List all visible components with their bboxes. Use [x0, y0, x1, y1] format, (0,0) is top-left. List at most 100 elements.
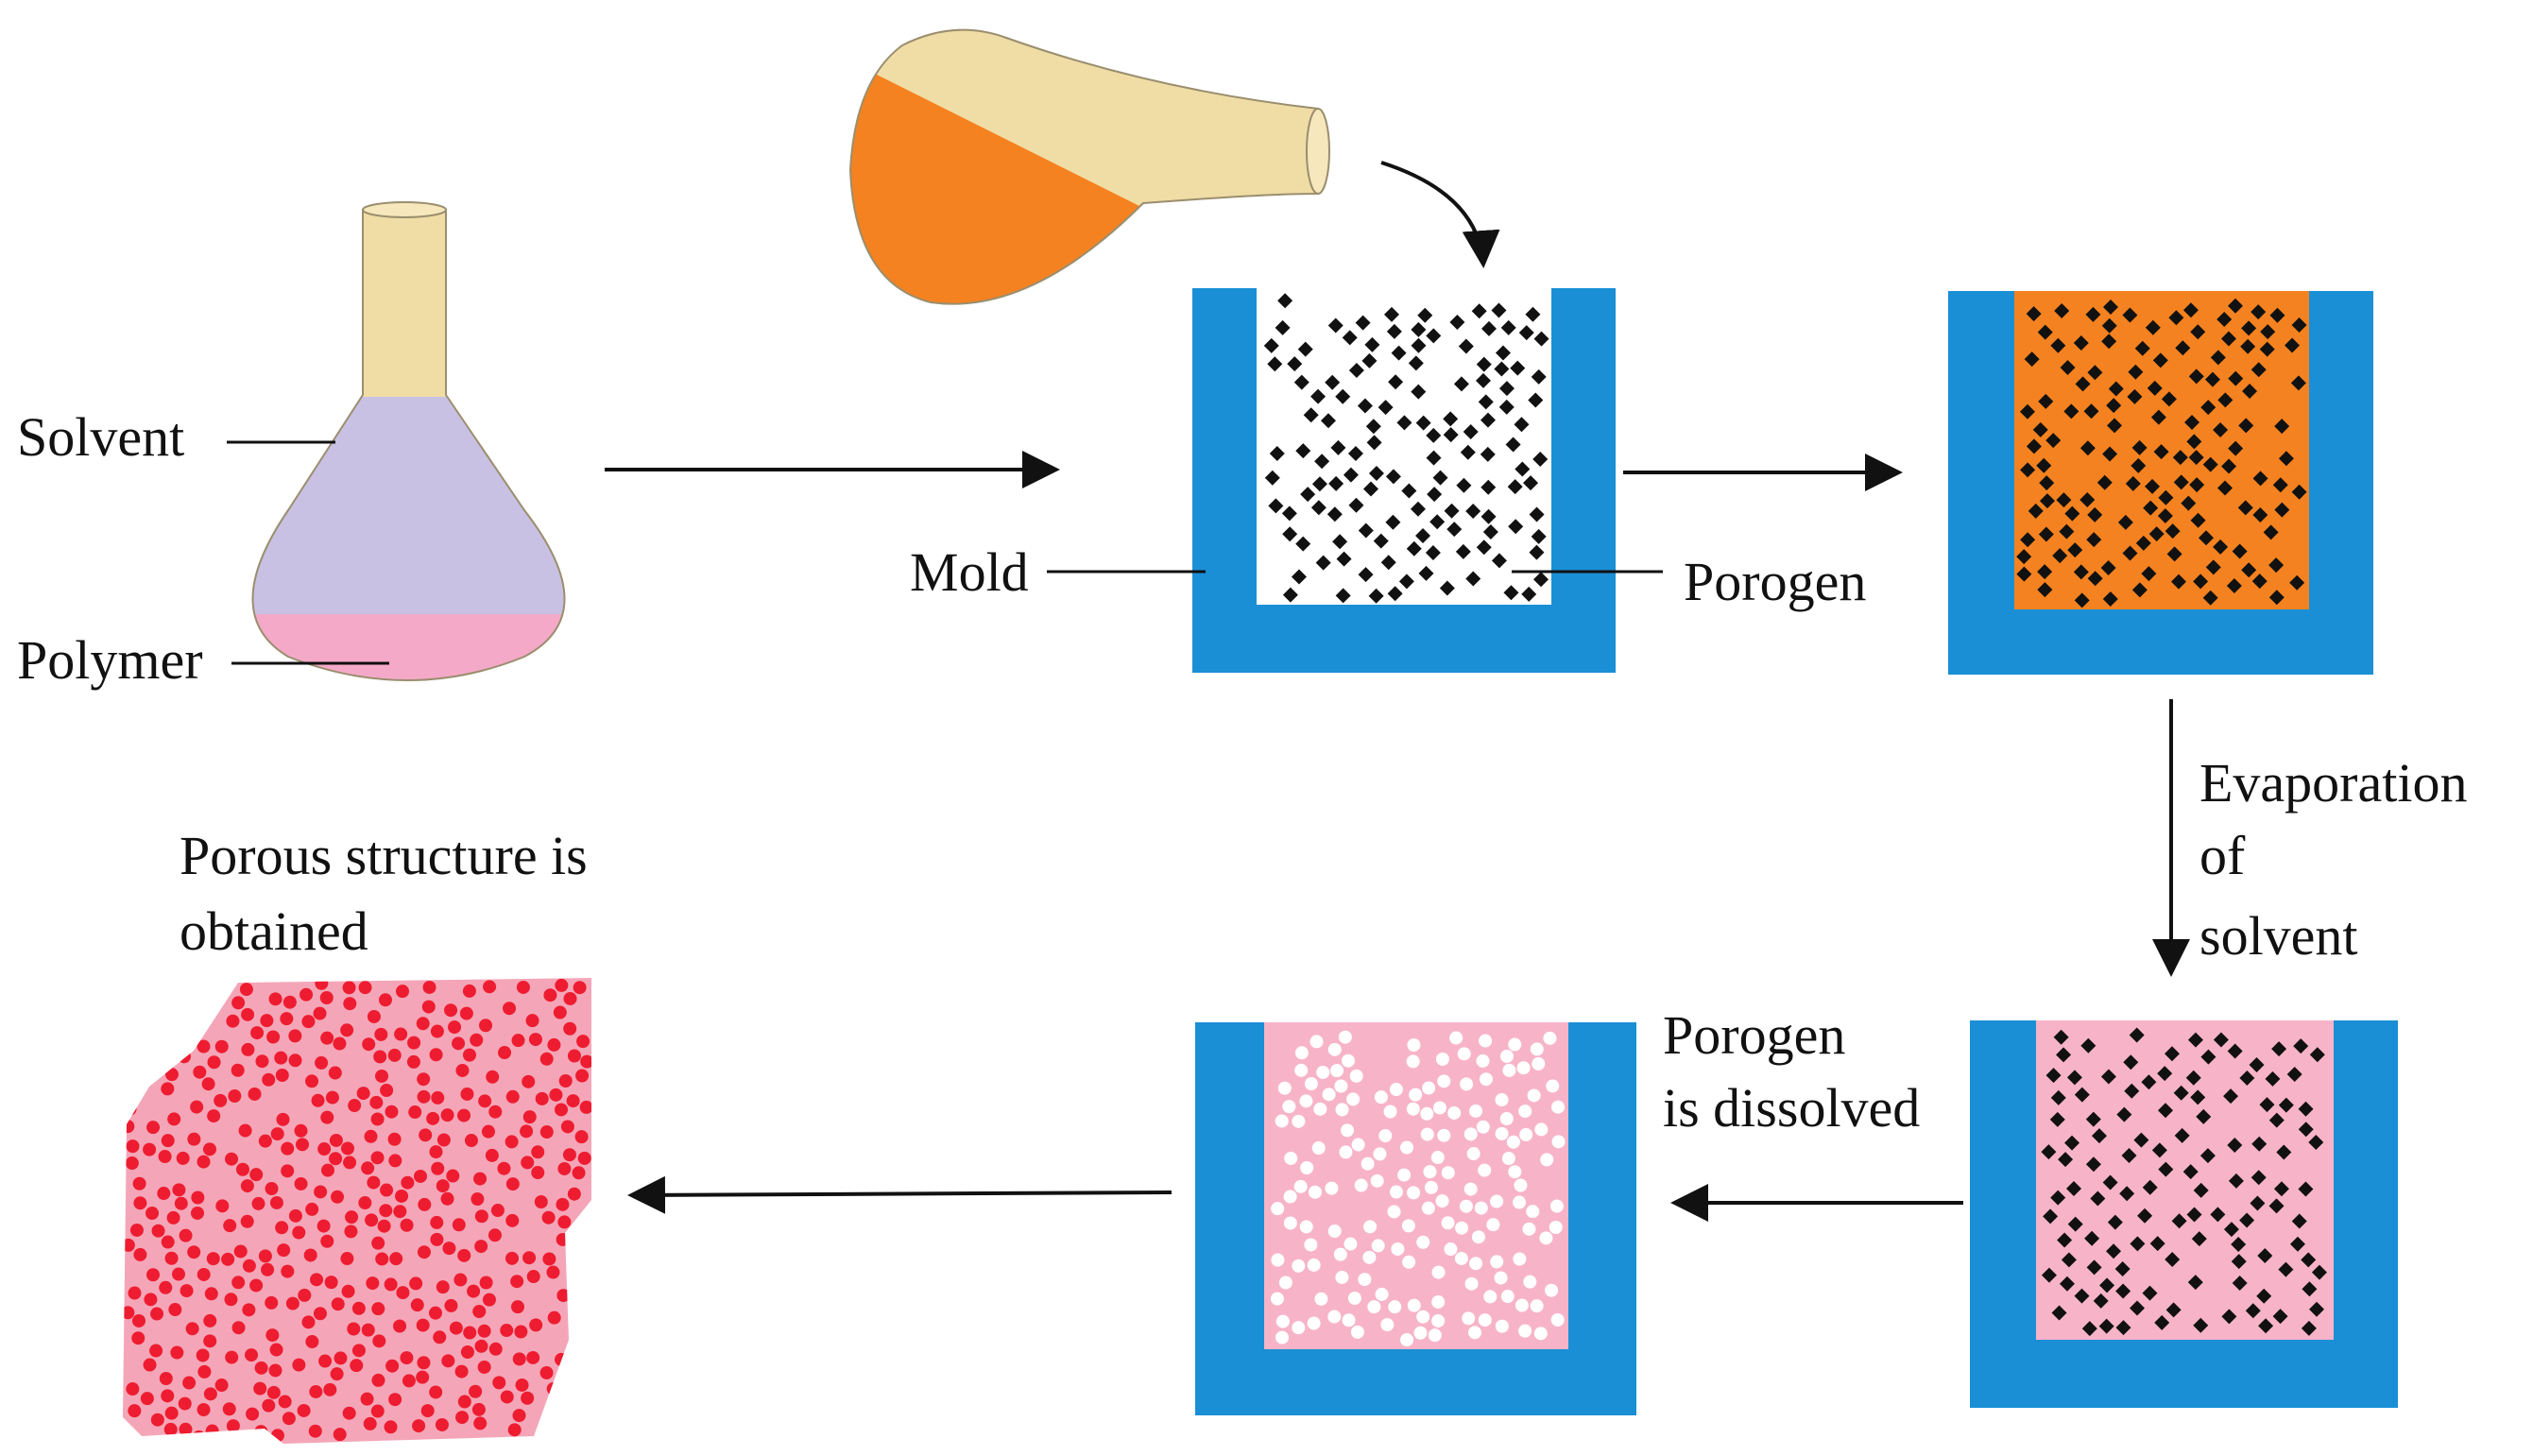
pore — [281, 1141, 295, 1156]
pore — [522, 1251, 537, 1265]
porogen-particle — [2107, 1214, 2123, 1230]
pore — [380, 1183, 394, 1197]
pore — [1409, 1088, 1423, 1102]
pore — [131, 1331, 145, 1345]
pore — [526, 1270, 540, 1284]
porogen-particle — [1282, 587, 1298, 603]
porogen-particle — [2085, 306, 2101, 322]
pore — [1314, 1292, 1328, 1306]
porogen-particle — [2131, 457, 2147, 473]
porogen-particle — [2190, 324, 2206, 340]
porogen-particle — [1508, 519, 1524, 535]
porogen-particle — [2182, 302, 2199, 318]
pore — [400, 1351, 414, 1365]
porogen-particle — [1386, 323, 1402, 339]
porogen-particle — [1380, 555, 1396, 571]
pore — [470, 1033, 484, 1047]
pore — [133, 1247, 147, 1261]
porogen-particle — [2024, 351, 2040, 368]
porogen-particle — [2039, 493, 2055, 509]
porogen-particle — [2278, 1261, 2294, 1277]
porogen-particle — [1365, 419, 1381, 435]
porogen-particle — [1332, 534, 1348, 550]
pore — [1406, 1054, 1420, 1069]
pore — [214, 1039, 229, 1053]
porogen-particle — [1480, 446, 1496, 462]
porogen-particle — [1458, 338, 1474, 354]
porogen-particle — [1300, 487, 1316, 503]
pore — [282, 995, 297, 1009]
pore — [207, 1109, 221, 1123]
porogen-particle — [1455, 543, 1471, 559]
pore — [182, 1376, 197, 1390]
porogen-particle — [2216, 311, 2233, 327]
pore — [1275, 1330, 1290, 1345]
porogen-particle — [1503, 585, 1519, 601]
porogen-particle — [1426, 328, 1442, 344]
pore — [197, 1364, 212, 1379]
pore — [1431, 1294, 1446, 1309]
pore — [389, 1252, 403, 1266]
porogen-particle — [2187, 1032, 2203, 1048]
pore — [1522, 1222, 1536, 1236]
evaporation-label-line1: Evaporation — [2199, 752, 2467, 814]
porogen-particle — [2026, 438, 2042, 454]
porogen-particle — [2141, 566, 2157, 582]
porogen-particle — [2057, 1232, 2073, 1248]
porogen-particle — [2223, 1088, 2239, 1105]
pore — [1271, 1202, 1285, 1216]
pore — [333, 1036, 347, 1051]
pore — [498, 1046, 512, 1060]
pore — [192, 1430, 206, 1444]
pore — [507, 1423, 522, 1437]
pore — [554, 1103, 568, 1117]
pore — [260, 1014, 274, 1028]
porogen-particle — [2251, 574, 2268, 590]
porogen-particle — [1507, 479, 1523, 495]
pore — [521, 1391, 535, 1405]
porogen-particle — [2221, 458, 2237, 474]
pore — [1282, 1100, 1296, 1114]
porogen-particle — [1411, 321, 1427, 337]
pore — [303, 1248, 317, 1262]
porogen-particle — [2102, 299, 2118, 315]
porogen-particle — [1378, 400, 1394, 416]
pore — [1437, 1074, 1451, 1088]
pore — [262, 1398, 276, 1413]
pore — [393, 1205, 407, 1219]
pore — [372, 1334, 386, 1348]
pore — [417, 1072, 431, 1087]
pore — [464, 1134, 478, 1148]
porogen-particle — [2045, 433, 2062, 449]
pore — [572, 1166, 586, 1180]
pore — [361, 1323, 375, 1337]
pore — [141, 1048, 155, 1062]
porogen-particle — [2232, 543, 2248, 559]
pore — [205, 1424, 219, 1438]
pore — [1387, 1205, 1401, 1219]
pore — [380, 1083, 394, 1097]
porous-scaffold — [123, 978, 591, 1444]
porogen-particle — [2227, 1043, 2243, 1059]
pore — [418, 1197, 432, 1211]
porogen-particle — [1498, 399, 1515, 415]
porogen-particle — [1410, 501, 1426, 517]
pore — [294, 1123, 308, 1138]
pore — [479, 1019, 493, 1033]
pore — [342, 981, 356, 995]
pore — [567, 1187, 581, 1201]
pore — [159, 1372, 173, 1386]
porogen-particle — [2137, 1208, 2153, 1224]
pore — [193, 1065, 207, 1079]
porogen-particle — [2213, 421, 2229, 437]
pore — [1464, 1276, 1479, 1291]
porogen-particle — [2227, 1137, 2243, 1153]
pore — [1478, 1163, 1492, 1177]
porogen-particle — [1417, 307, 1433, 323]
porogen-particle — [2099, 1277, 2115, 1293]
porogen-particle — [1465, 571, 1481, 587]
porogen-particle — [2251, 304, 2267, 320]
porogen-particle — [1287, 356, 1303, 372]
pore — [400, 1218, 414, 1232]
pore — [473, 1416, 488, 1430]
